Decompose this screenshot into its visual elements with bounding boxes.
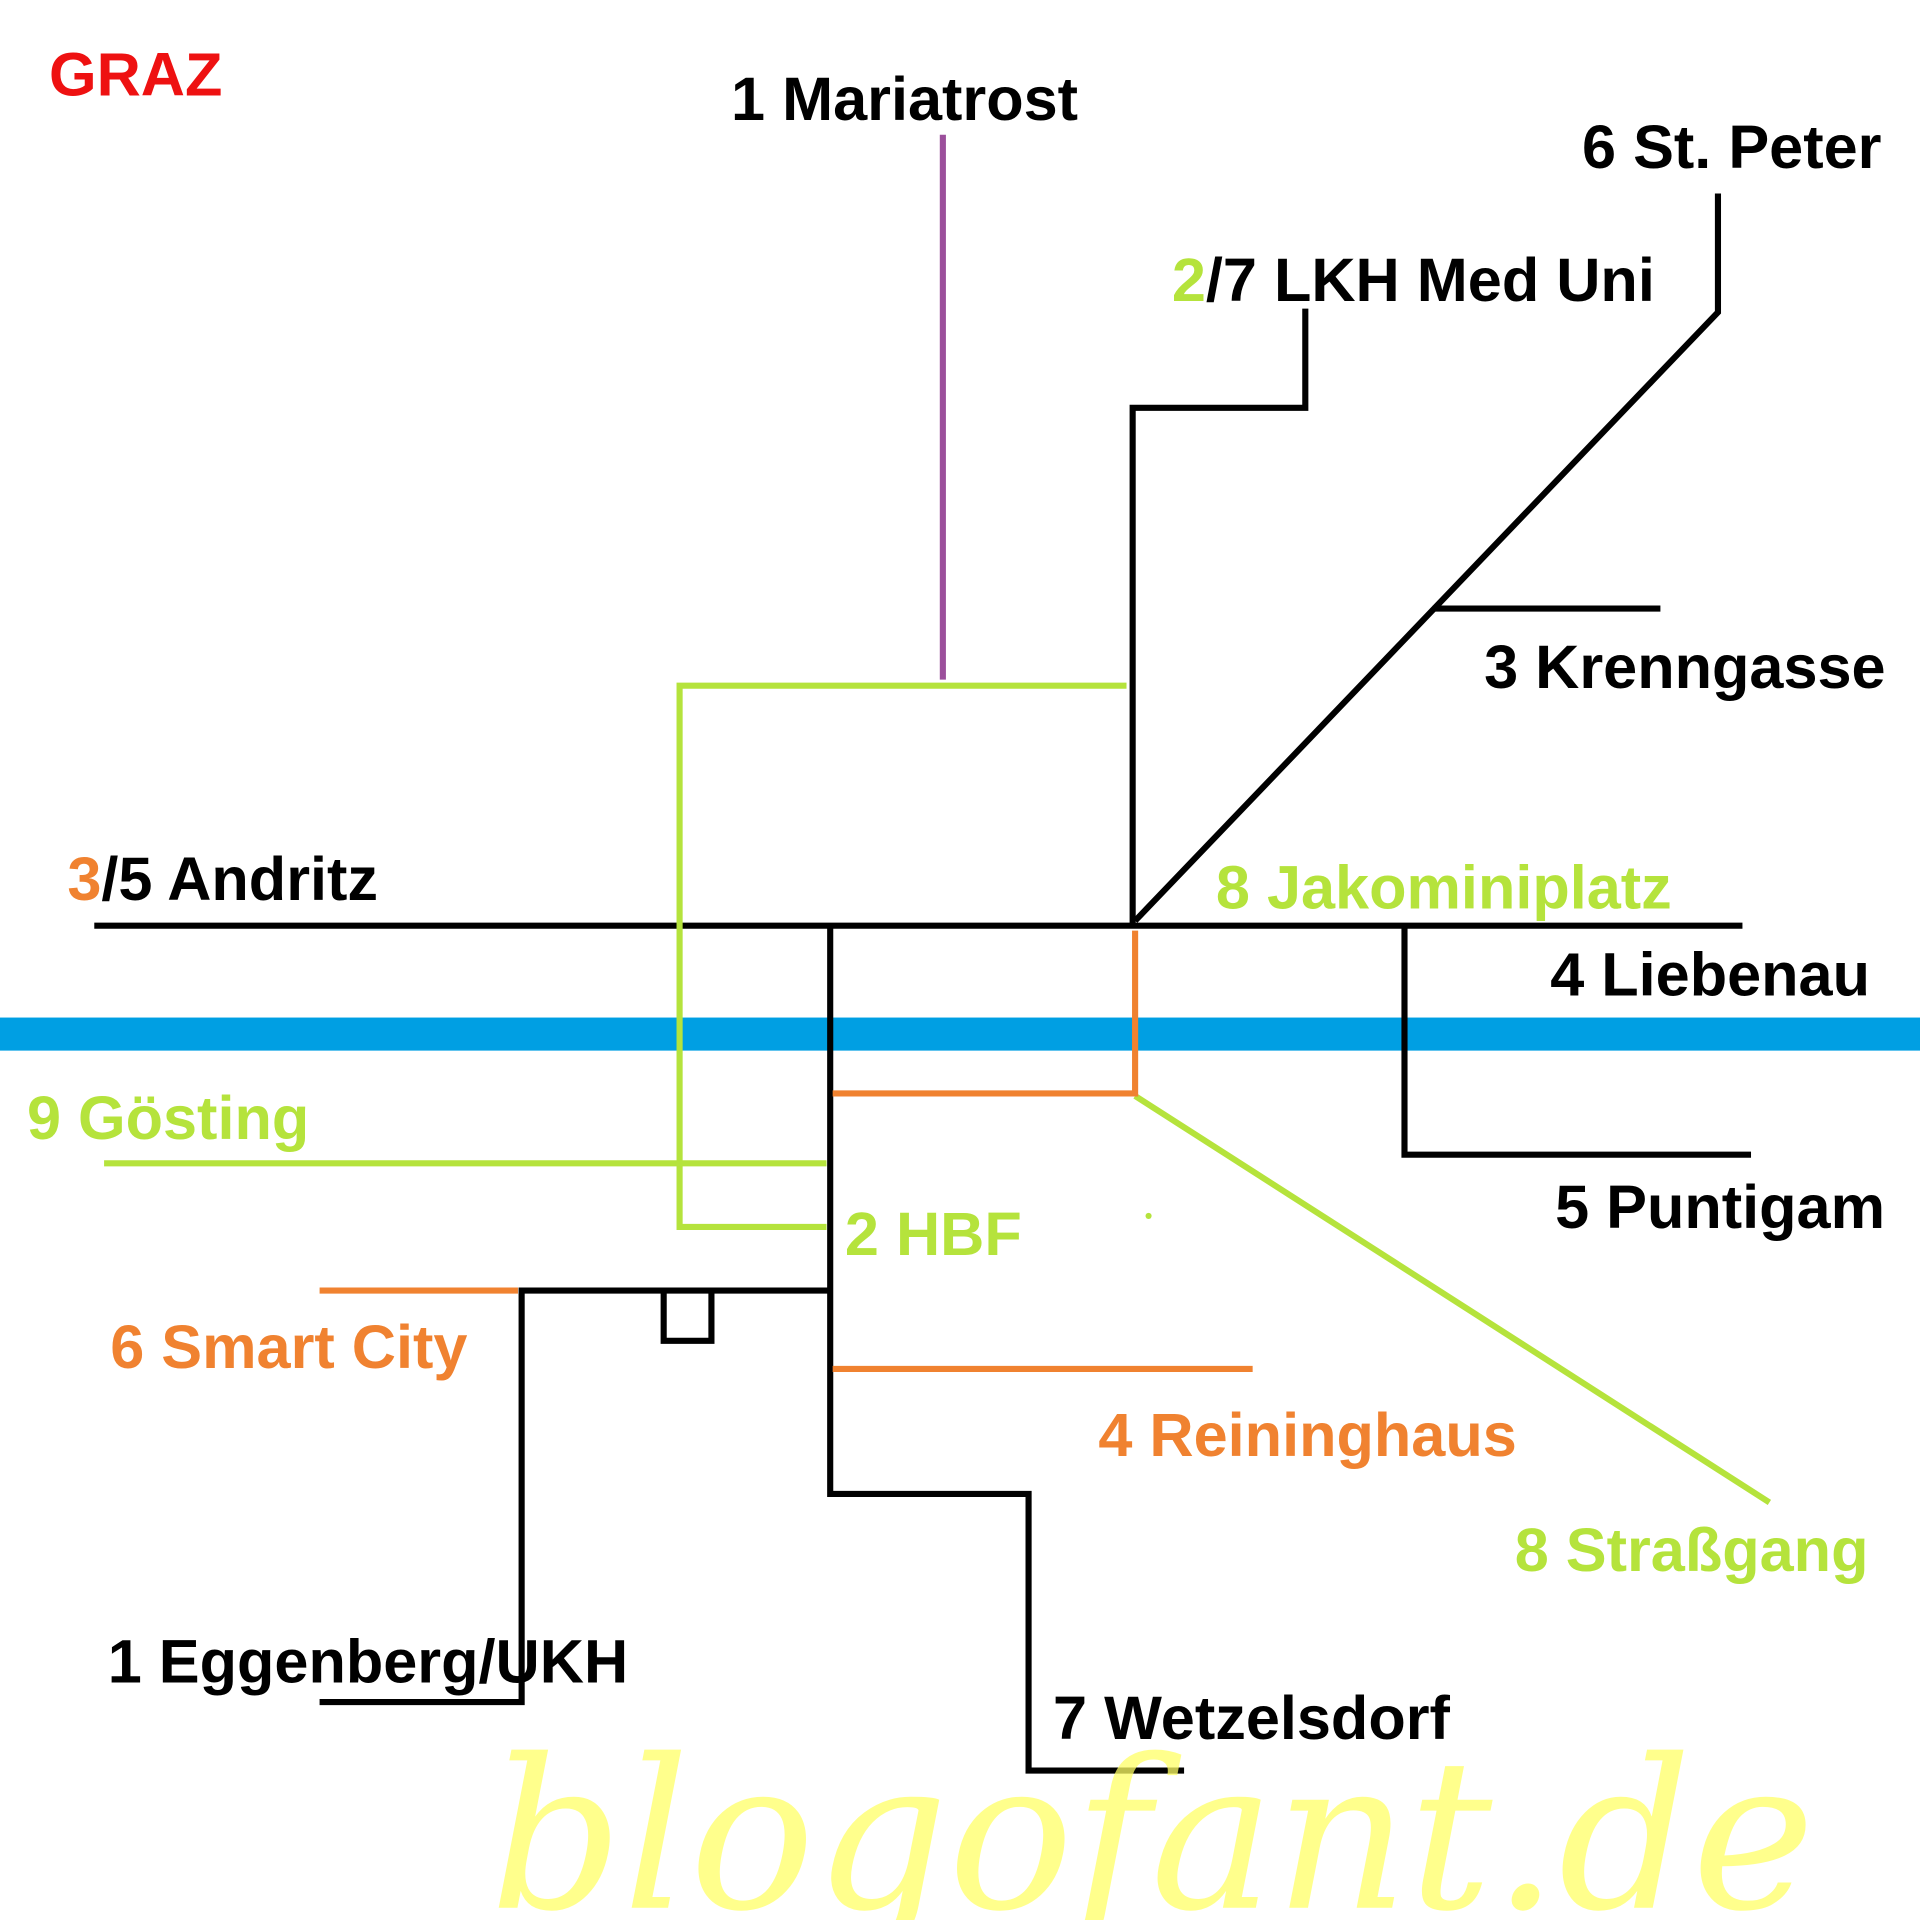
- stop-lkh: 2/7 LKH Med Uni: [1172, 246, 1655, 314]
- stop-puntigam: 5 Puntigam: [1555, 1173, 1885, 1241]
- stop-wetzelsdorf: 7 Wetzelsdorf: [1053, 1684, 1450, 1752]
- stop-hbf: 2 HBF: [845, 1200, 1022, 1268]
- stop-goesting: 9 Gösting: [27, 1084, 309, 1152]
- stop-krenngasse: 3 Krenngasse: [1484, 633, 1886, 701]
- line-orange-jakomini: [832, 930, 1139, 1097]
- line-wetzelsdorf: [827, 925, 1185, 1774]
- stop-liebenau: 4 Liebenau: [1550, 941, 1870, 1009]
- stop-lkh-label: /7 LKH Med Uni: [1206, 246, 1655, 314]
- line-number-3: 3: [67, 845, 101, 913]
- stop-jakominiplatz: 8 Jakominiplatz: [1216, 854, 1672, 922]
- river-mur: [0, 1017, 1920, 1051]
- loop-marker: [660, 1290, 715, 1344]
- stop-andritz: 3/5 Andritz: [67, 845, 378, 913]
- stop-st-peter: 6 St. Peter: [1582, 113, 1881, 181]
- watermark: blogofant.de: [490, 1716, 1815, 1920]
- stop-strassgang: 8 Straßgang: [1515, 1516, 1869, 1584]
- stop-eggenberg: 1 Eggenberg/UKH: [108, 1627, 628, 1695]
- stop-andritz-label: /5 Andritz: [101, 845, 378, 913]
- line-number-2: 2: [1172, 246, 1206, 314]
- line-puntigam: [1401, 925, 1752, 1158]
- line-2-hbf: [676, 682, 1127, 1230]
- line-st-peter: [1132, 193, 1722, 923]
- stop-reininghaus: 4 Reininghaus: [1098, 1401, 1516, 1469]
- line-strassgang: [1133, 1093, 1772, 1506]
- stop-mariatrost: 1 Mariatrost: [731, 65, 1078, 133]
- dot: [1145, 1212, 1152, 1219]
- stop-smart-city: 6 Smart City: [110, 1313, 467, 1381]
- line-lkh: [1129, 308, 1309, 926]
- map-title: GRAZ: [49, 41, 222, 109]
- line-eggenberg: [319, 1287, 831, 1706]
